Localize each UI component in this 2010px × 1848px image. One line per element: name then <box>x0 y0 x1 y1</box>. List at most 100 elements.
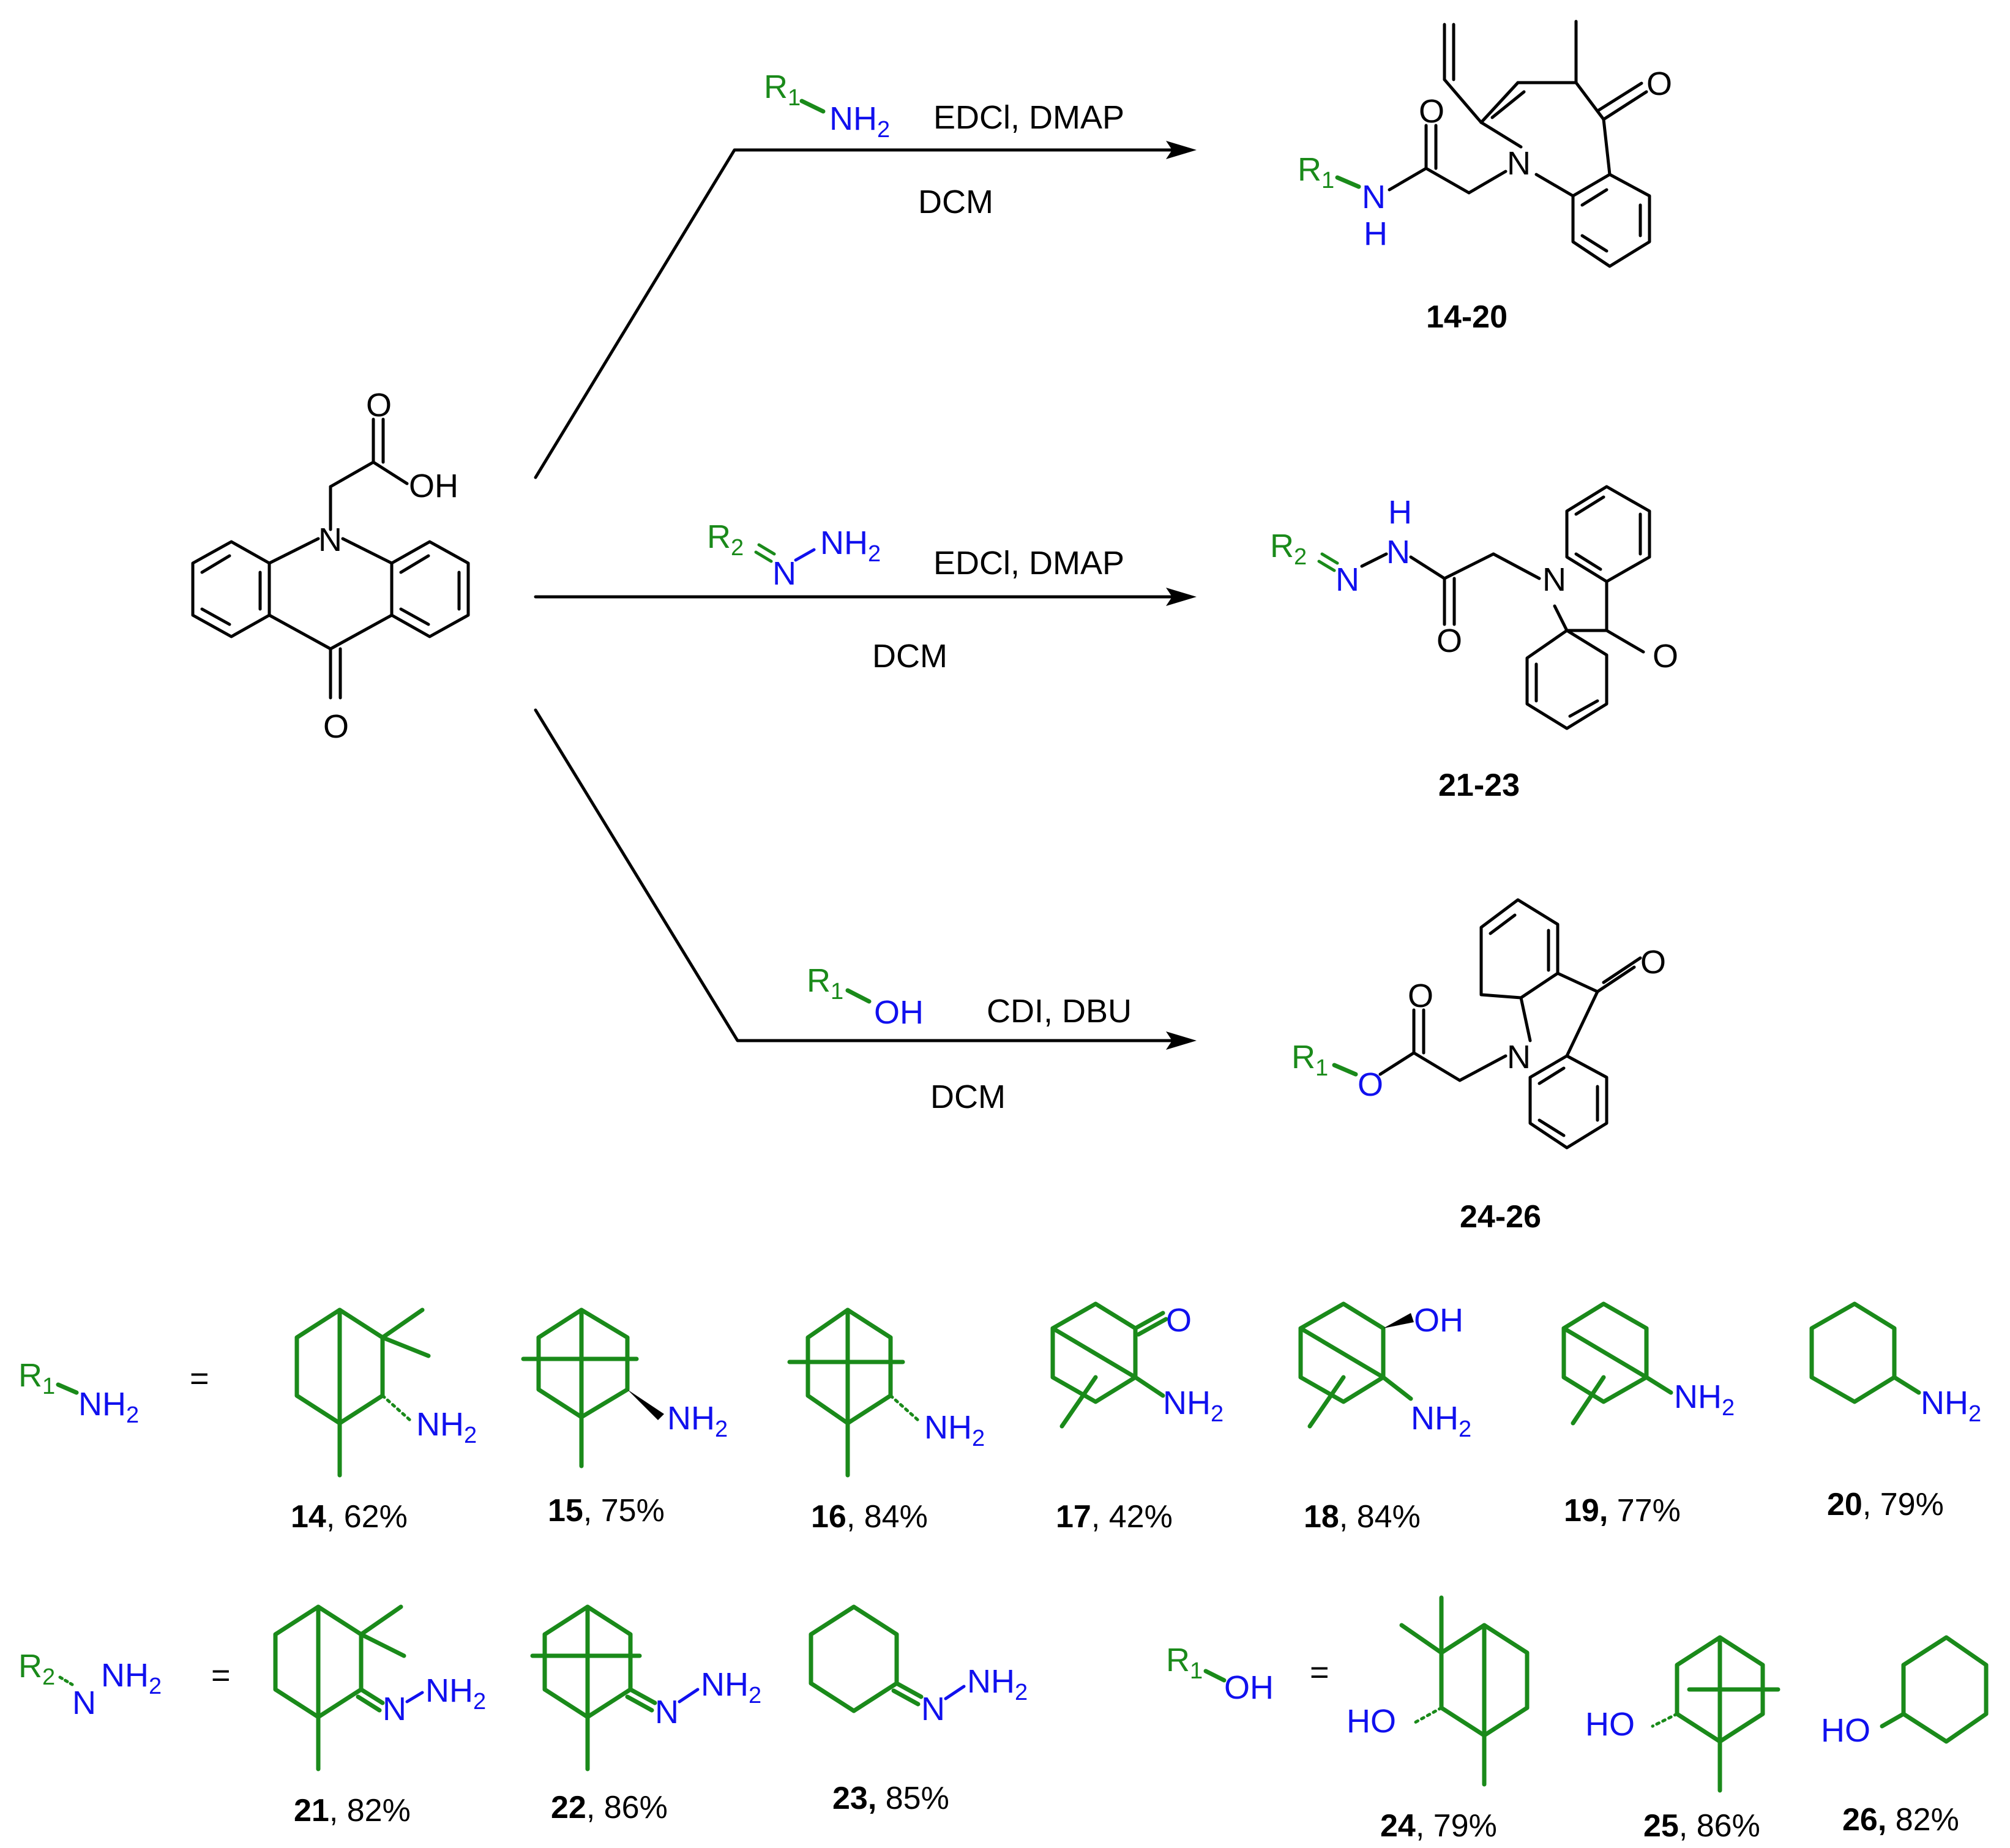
reaction-2-conditions: R2 N NH2 EDCl, DMAP DCM <box>707 518 1124 675</box>
svg-text:NH2: NH2 <box>667 1400 728 1442</box>
compound-24: HO <box>1347 1595 1530 1787</box>
hydrazones-legend: R2 N NH2 = <box>18 1648 231 1721</box>
reagent-3-oh: OH <box>874 994 924 1031</box>
left-benzene-ring <box>191 540 271 638</box>
amide-H: H <box>1364 215 1388 252</box>
arrowhead-3 <box>1166 1031 1197 1050</box>
product-3-label: 24-26 <box>1460 1199 1541 1235</box>
atom-OH: OH <box>409 468 458 504</box>
svg-text:R1: R1 <box>1298 151 1334 193</box>
label-17: 17, 42% <box>1056 1499 1173 1535</box>
starting-material: N O OH O <box>191 387 470 745</box>
svg-text:R1: R1 <box>18 1357 55 1399</box>
svg-text:HO: HO <box>1347 1703 1396 1740</box>
svg-text:R1: R1 <box>1291 1039 1328 1081</box>
product-2-label: 21-23 <box>1438 768 1520 803</box>
label-15: 15, 75% <box>548 1493 665 1528</box>
amide-N: N <box>1362 179 1386 215</box>
compound-19: NH2 <box>1561 1301 1735 1426</box>
svg-text:NH2: NH2 <box>820 525 881 567</box>
reagent-2-n: N <box>772 555 796 592</box>
alcohols-equals: = <box>1310 1654 1329 1691</box>
label-14: 14, 62% <box>291 1499 408 1535</box>
reaction-2-conditions-bottom: DCM <box>872 638 947 675</box>
compound-14: NH2 <box>294 1307 477 1478</box>
acridone-3-lower-ring <box>1528 1054 1608 1150</box>
alcohols-labels: 24, 79% 25, 86% 26, 82% <box>1380 1802 1959 1844</box>
svg-text:24-26: 24-26 <box>1460 1199 1541 1235</box>
reaction-1-conditions: R1 NH2 EDCl, DMAP DCM <box>764 69 1124 220</box>
ring-N: N <box>1507 145 1531 182</box>
product-1-label: 14-20 <box>1426 299 1508 335</box>
compound-18: OH NH2 <box>1298 1301 1471 1442</box>
label-26: 26, 82% <box>1842 1802 1959 1838</box>
svg-text:NH2: NH2 <box>101 1657 162 1699</box>
svg-text:N: N <box>72 1685 96 1721</box>
compound-17: O NH2 <box>1050 1301 1224 1429</box>
hydrazide-H: H <box>1388 494 1412 531</box>
label-20: 20, 79% <box>1827 1487 1944 1522</box>
hydrazones-labels: 21, 82% 22, 86% 23, 85% <box>294 1781 949 1828</box>
ester-carbonyl-O: O <box>1408 978 1433 1014</box>
product-24-26: R1 O O N O 24-26 <box>1291 898 1666 1235</box>
ester-O: O <box>1358 1066 1383 1103</box>
compound-26: HO <box>1821 1635 1989 1749</box>
svg-text:NH2: NH2 <box>78 1386 139 1428</box>
amines-equals: = <box>190 1360 209 1397</box>
svg-text:NH2: NH2 <box>1674 1379 1735 1421</box>
compound-17-O: O <box>1166 1302 1192 1339</box>
acridone-lower-ring <box>1525 629 1608 730</box>
acridone-N-3: N <box>1507 1039 1531 1076</box>
acridone-ketone-O-2: O <box>1653 638 1678 675</box>
reaction-1-conditions-bottom: DCM <box>918 184 993 220</box>
hydrazide-O: O <box>1437 623 1462 659</box>
svg-text:R1: R1 <box>764 69 801 111</box>
arrow-1 <box>534 148 1177 479</box>
compound-21: N NH2 <box>273 1604 486 1771</box>
right-benzene-ring <box>390 540 470 638</box>
label-19: 19, 77% <box>1564 1493 1681 1528</box>
arrow-3 <box>534 708 1177 1042</box>
svg-text:OH: OH <box>1224 1669 1274 1706</box>
label-23: 23, 85% <box>832 1781 949 1816</box>
compound-15: NH2 <box>521 1307 728 1468</box>
label-18: 18, 84% <box>1304 1499 1421 1535</box>
arrowhead-2 <box>1166 588 1197 606</box>
compound-18-OH: OH <box>1414 1302 1463 1339</box>
acridone-ketone-O-3: O <box>1640 944 1666 981</box>
alcohols-legend: R1 OH = <box>1166 1642 1329 1706</box>
svg-text:NH2: NH2 <box>701 1666 761 1708</box>
reaction-3-conditions-bottom: DCM <box>930 1079 1006 1115</box>
svg-text:NH2: NH2 <box>1163 1385 1224 1427</box>
reagent-1-r: R <box>764 69 788 105</box>
amines-legend: R1 NH2 = <box>18 1357 209 1428</box>
compound-23: N NH2 <box>809 1604 1028 1727</box>
label-25: 25, 86% <box>1643 1808 1760 1844</box>
svg-text:R2: R2 <box>1270 528 1307 570</box>
arrowhead-1 <box>1166 141 1197 159</box>
reaction-arrows <box>534 141 1197 1050</box>
acridone-N-2: N <box>1542 561 1566 598</box>
svg-text:NH2: NH2 <box>416 1406 477 1448</box>
amide-O: O <box>1419 93 1444 130</box>
amines-labels: 14, 62% 15, 75% 16, 84% 17, 42% 18, 84% … <box>291 1487 1944 1535</box>
svg-text:NH2: NH2 <box>1921 1385 1981 1427</box>
reaction-3-conditions: R1 OH CDI, DBU DCM <box>807 962 1132 1115</box>
svg-text:N: N <box>655 1694 679 1730</box>
hydrazone-N: N <box>1336 561 1359 598</box>
svg-text:N: N <box>921 1691 945 1727</box>
label-21: 21, 82% <box>294 1793 411 1828</box>
reagent-3-r: R <box>807 962 831 999</box>
reagent-2-nh2: NH <box>820 525 868 561</box>
acridone-upper-ring <box>1565 485 1651 583</box>
compound-20: NH2 <box>1809 1301 1981 1427</box>
svg-text:NH2: NH2 <box>967 1663 1028 1705</box>
svg-text:R2: R2 <box>707 518 744 561</box>
label-16: 16, 84% <box>811 1499 928 1535</box>
svg-text:HO: HO <box>1821 1712 1870 1749</box>
svg-text:14-20: 14-20 <box>1426 299 1508 335</box>
hydrazones-equals: = <box>211 1657 231 1694</box>
atom-O: O <box>366 387 392 424</box>
atom-N: N <box>318 522 342 558</box>
